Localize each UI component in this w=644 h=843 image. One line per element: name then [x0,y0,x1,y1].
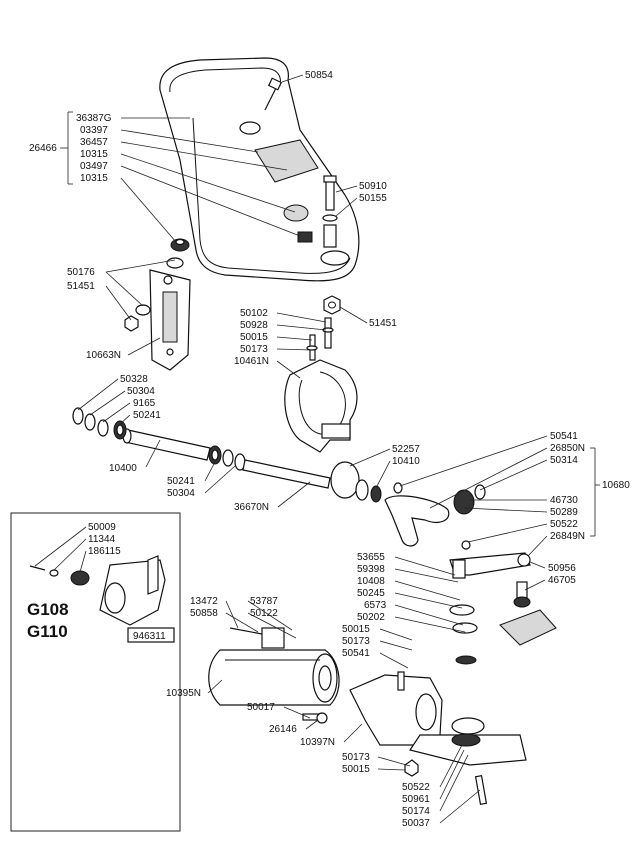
label-50174: 50174 [402,806,430,817]
label-10408: 10408 [357,576,385,587]
label-51451a: 51451 [67,281,95,292]
label-50289: 50289 [550,507,578,518]
label-50015c: 50015 [342,764,370,775]
clamp-10461n [284,359,358,453]
label-50956: 50956 [548,563,576,574]
label-53655: 53655 [357,552,385,563]
bolts-50102 [306,317,334,361]
spacer-10315 [170,238,190,252]
label-50328: 50328 [120,374,148,385]
label-26850n: 26850N [550,443,585,454]
label-50541a: 50541 [550,431,578,442]
label-26146: 26146 [269,724,297,735]
label-36387g: 36387G [76,113,112,124]
label-10410: 10410 [392,456,420,467]
label-10315b: 10315 [80,173,108,184]
label-36670n: 36670N [234,502,269,513]
washer-stack-left [72,407,127,440]
arm-26850n [384,482,486,547]
motor-10395n [208,627,340,706]
label-10397n: 10397N [300,737,335,748]
model-g108: G108 [27,600,69,619]
label-50522a: 50522 [550,519,578,530]
housing-10397n [349,671,527,766]
label-50176: 50176 [67,267,95,278]
label-50173a: 50173 [240,344,268,355]
inset-box [10,512,181,832]
label-10663n: 10663N [86,350,121,361]
lever-26849n [449,540,531,579]
label-50858: 50858 [190,608,218,619]
shaft-36670n [242,459,382,503]
label-50015b: 50015 [342,624,370,635]
label-26849n: 26849N [550,531,585,542]
label-50241b: 50241 [167,476,195,487]
label-26466: 26466 [29,143,57,154]
label-50173b: 50173 [342,636,370,647]
bearing-pair-middle [208,445,246,471]
label-50245: 50245 [357,588,385,599]
label-03497: 03497 [80,161,108,172]
label-50928: 50928 [240,320,268,331]
label-50961: 50961 [402,794,430,805]
label-52257: 52257 [392,444,420,455]
label-10395n: 10395N [166,688,201,699]
label-10461n: 10461N [234,356,269,367]
label-50017: 50017 [247,702,275,713]
label-50304a: 50304 [127,386,155,397]
label-59398: 59398 [357,564,385,575]
label-10680: 10680 [602,480,630,491]
bolt-26146 [302,712,328,724]
label-50854: 50854 [305,70,333,81]
label-11344: 11344 [88,534,116,545]
bolt-50854 [264,77,283,111]
bolt-50910 [322,175,338,248]
label-50910: 50910 [359,181,387,192]
label-03397: 03397 [80,125,108,136]
label-10315a: 10315 [80,149,108,160]
label-46705: 46705 [548,575,576,586]
bracket-10663n [149,257,191,371]
washer-stack-right [449,604,478,665]
inset-code: 946311 [133,631,166,642]
label-50241a: 50241 [133,410,161,421]
cover-housing [159,57,360,282]
nut-51451-top [323,295,341,315]
label-51451b: 51451 [369,318,397,329]
label-50037: 50037 [402,818,430,829]
label-10400: 10400 [109,463,137,474]
model-g110: G110 [27,622,68,641]
label-6573: 6573 [364,600,387,611]
label-13472: 13472 [190,596,218,607]
label-50102: 50102 [240,308,268,319]
label-50122: 50122 [250,608,278,619]
label-50173c: 50173 [342,752,370,763]
label-50541b: 50541 [342,648,370,659]
label-186115: 186115 [88,546,121,557]
bolt-50037 [404,759,488,806]
label-50009: 50009 [88,522,116,533]
label-50015a: 50015 [240,332,268,343]
leader-lines [34,74,600,824]
label-50155: 50155 [359,193,387,204]
stud-46705 [499,581,557,646]
shaft-10400 [122,428,211,461]
label-36457: 36457 [80,137,108,148]
label-9165: 9165 [133,398,156,409]
label-46730: 46730 [550,495,578,506]
label-50202: 50202 [357,612,385,623]
label-50314: 50314 [550,455,578,466]
label-50522b: 50522 [402,782,430,793]
label-53787: 53787 [250,596,278,607]
washer-nut-left [124,304,151,332]
label-50304b: 50304 [167,488,195,499]
